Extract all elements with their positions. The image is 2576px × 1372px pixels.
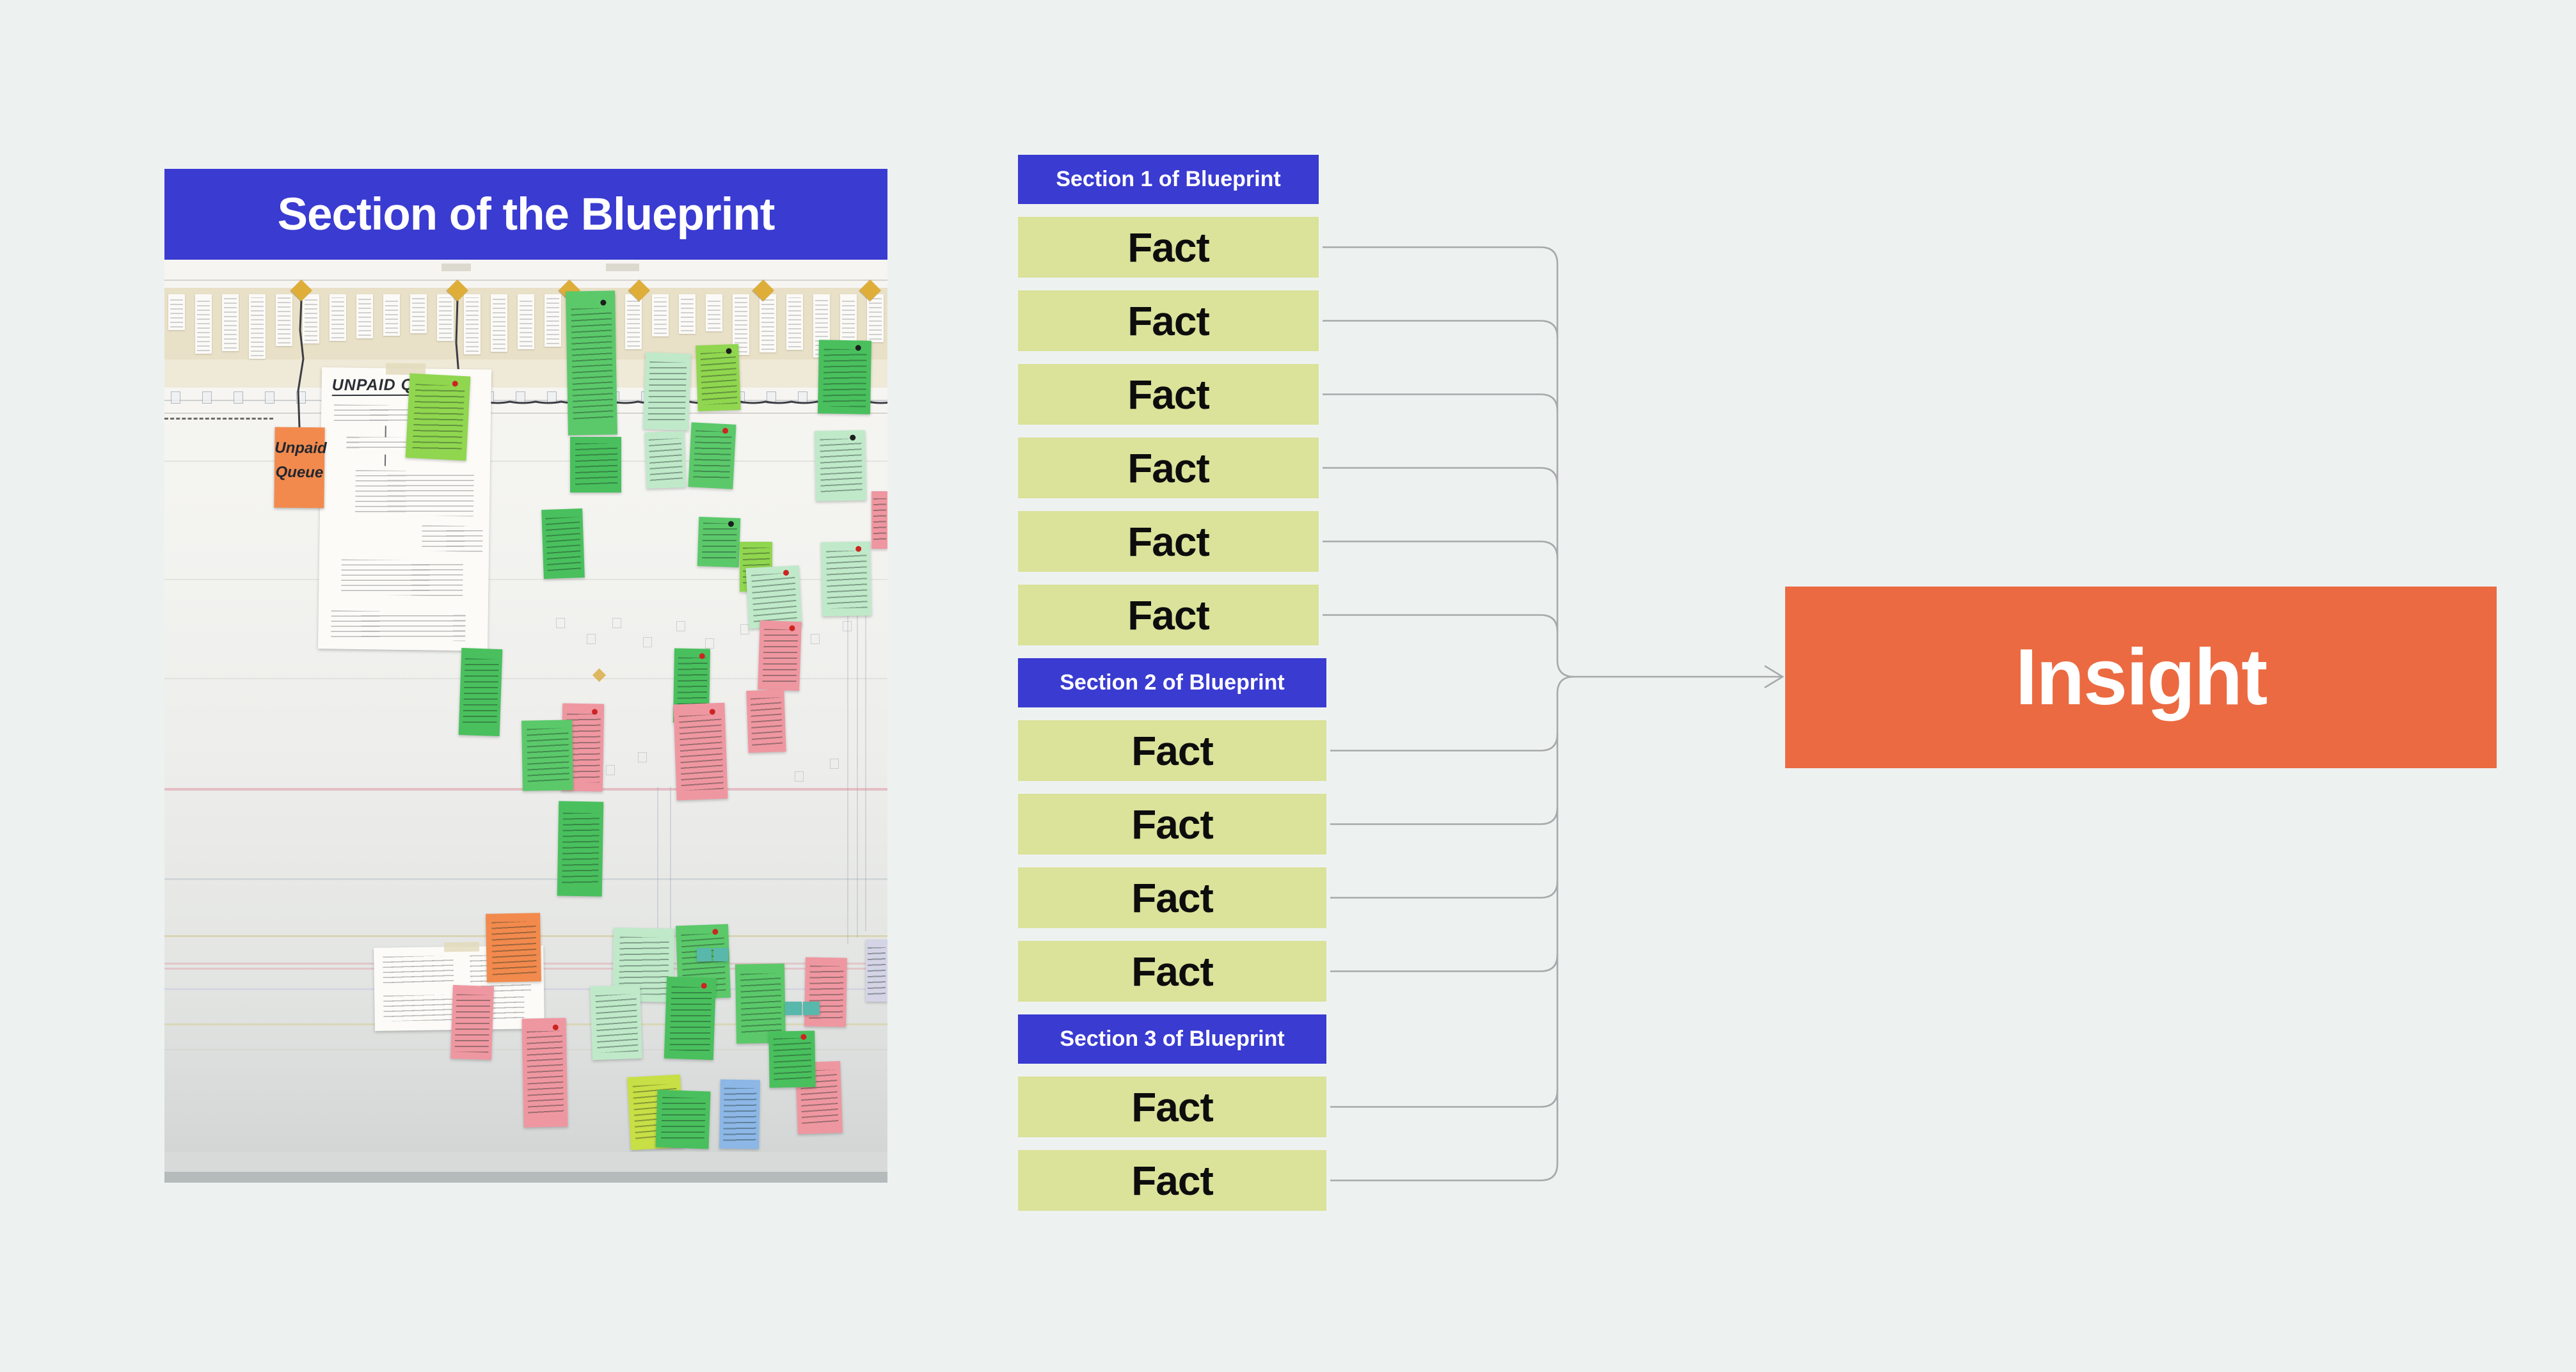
hanging-card	[786, 294, 803, 350]
sticky-note	[713, 948, 728, 961]
swimlane-line	[164, 579, 887, 580]
section-header-2: Section 2 of Blueprint	[1018, 658, 1326, 707]
hanging-card	[840, 294, 857, 345]
diagram-bit	[705, 638, 714, 649]
swimlane-line	[164, 878, 887, 880]
flow-diagram-node	[234, 391, 243, 404]
fact-box: Fact	[1018, 794, 1326, 855]
blueprint-photo: UNPAID QUEUE Unpaid Queue	[164, 260, 887, 1183]
insight-box: Insight	[1785, 587, 2497, 768]
fact-box: Fact	[1018, 720, 1326, 781]
hanging-card	[276, 294, 292, 346]
hanging-card	[625, 294, 642, 349]
sticky-note	[866, 940, 887, 1002]
sticky-note	[570, 437, 621, 493]
fact-box: Fact	[1018, 1076, 1326, 1137]
swimlane-line	[164, 461, 887, 462]
sticky-note	[785, 1002, 802, 1015]
photo-title-bar: Section of the Blueprint	[164, 169, 887, 260]
wall-chip	[441, 264, 471, 271]
diagram-bit	[612, 618, 621, 628]
fact-box: Fact	[1018, 867, 1326, 928]
flow-diagram-node	[265, 391, 274, 404]
wall-chip	[606, 264, 639, 271]
swimlane-line	[164, 413, 887, 414]
diagram-bit	[811, 634, 820, 644]
floor-edge	[164, 1172, 887, 1183]
wall-edge-line	[164, 280, 887, 281]
fact-box: Fact	[1018, 364, 1319, 425]
fact-box: Fact	[1018, 290, 1319, 351]
diagram-bit	[843, 621, 852, 631]
sticky-note	[803, 1002, 820, 1015]
flow-diagram-node	[171, 391, 180, 404]
hanging-card	[356, 294, 373, 338]
hanging-card	[383, 294, 400, 336]
hanging-card	[759, 294, 776, 352]
section-header-1: Section 1 of Blueprint	[1018, 155, 1319, 204]
fact-box: Fact	[1018, 941, 1326, 1002]
hanging-card	[652, 294, 669, 336]
sticky-note	[697, 948, 712, 961]
hanging-card	[437, 294, 454, 341]
hanging-card	[867, 294, 884, 342]
diagram-bit	[795, 771, 804, 782]
diagram-bit	[638, 752, 647, 762]
flow-row-line	[164, 400, 887, 401]
fact-box: Fact	[1018, 1150, 1326, 1211]
hanging-card	[195, 294, 212, 354]
dashed-lane-line	[164, 418, 273, 420]
diagram-bit	[643, 637, 652, 647]
swimlane-line	[164, 678, 887, 679]
hanging-card	[168, 294, 185, 330]
sticky-note	[871, 491, 887, 549]
hanging-card	[222, 294, 239, 351]
diagram-bit	[740, 624, 749, 635]
hanging-card	[518, 294, 534, 349]
fact-box: Fact	[1018, 511, 1319, 572]
flow-diagram-node	[202, 391, 212, 404]
diagram-bit	[830, 759, 839, 769]
floor-shadow	[164, 1152, 887, 1172]
wall-beige-band-light	[164, 359, 887, 388]
hanging-card	[733, 294, 749, 355]
hanging-card	[249, 294, 266, 359]
hanging-card	[303, 294, 319, 343]
hanging-card	[491, 294, 507, 352]
hanging-card	[464, 294, 481, 354]
diagram-bit	[606, 765, 615, 775]
hanging-card	[330, 294, 346, 341]
hanging-card	[545, 294, 561, 347]
fact-box: Fact	[1018, 585, 1319, 645]
diagram-bit	[556, 618, 565, 628]
diagram-bit	[587, 634, 596, 644]
insight-label: Insight	[2015, 633, 2268, 721]
hanging-card	[679, 294, 696, 334]
section-header-3: Section 3 of Blueprint	[1018, 1014, 1326, 1064]
hanging-card	[706, 294, 722, 331]
photo-title: Section of the Blueprint	[277, 189, 775, 240]
fact-box: Fact	[1018, 217, 1319, 278]
hanging-card	[410, 294, 427, 333]
fact-box: Fact	[1018, 438, 1319, 498]
diagram-bit	[676, 621, 685, 631]
